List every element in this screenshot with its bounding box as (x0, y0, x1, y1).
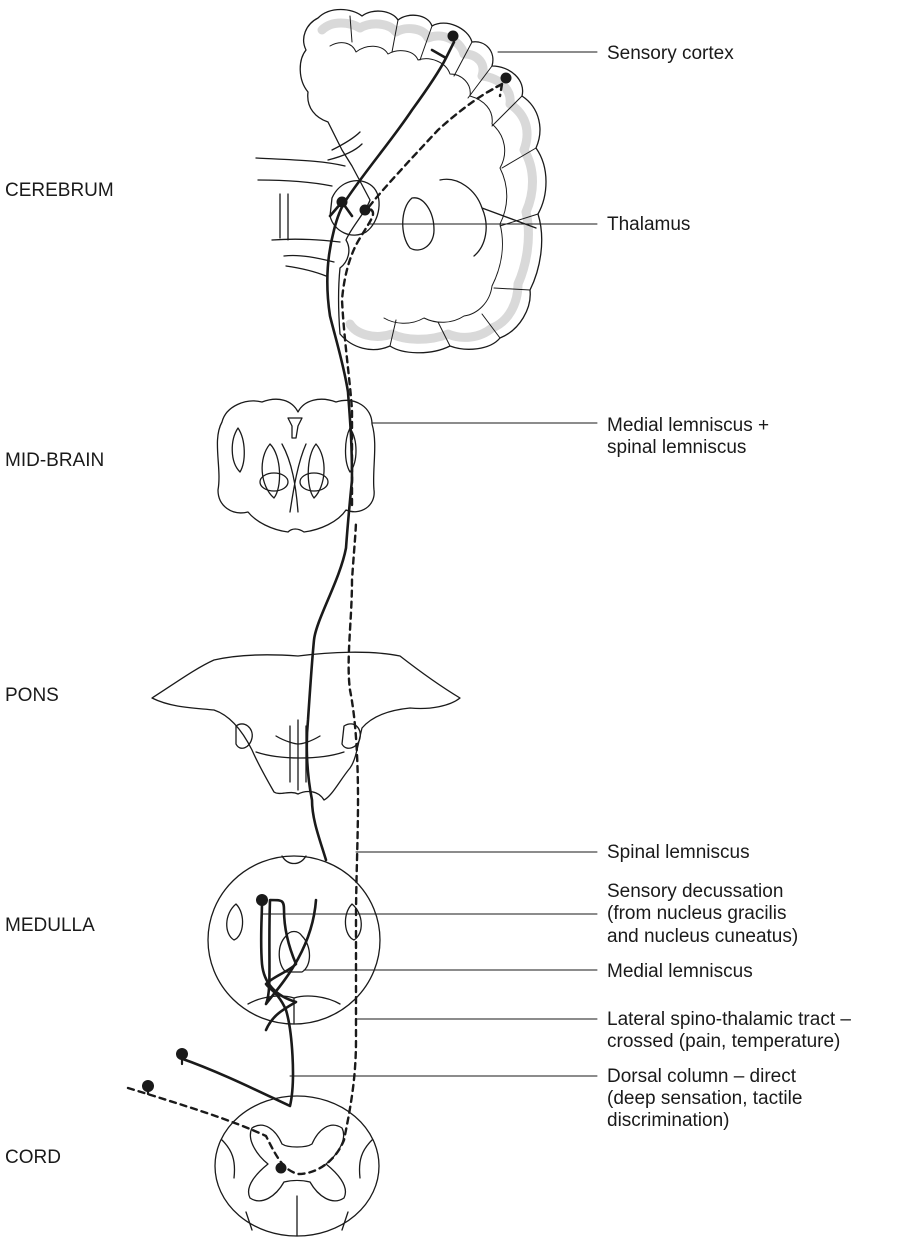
cerebrum-outline (300, 10, 546, 353)
cerebrum-section (256, 10, 546, 353)
cortex-cell-1 (448, 31, 459, 42)
cortex-cell-2 (501, 73, 512, 84)
medulla-section (208, 856, 380, 1024)
pons-section (152, 652, 460, 800)
dorsal-horn-cell (276, 1163, 287, 1174)
thalamus-cell-1 (337, 197, 348, 208)
spinal-cord-section (215, 1096, 379, 1236)
medulla-nucleus-cell (256, 894, 268, 906)
thalamus-cell-2 (360, 205, 371, 216)
